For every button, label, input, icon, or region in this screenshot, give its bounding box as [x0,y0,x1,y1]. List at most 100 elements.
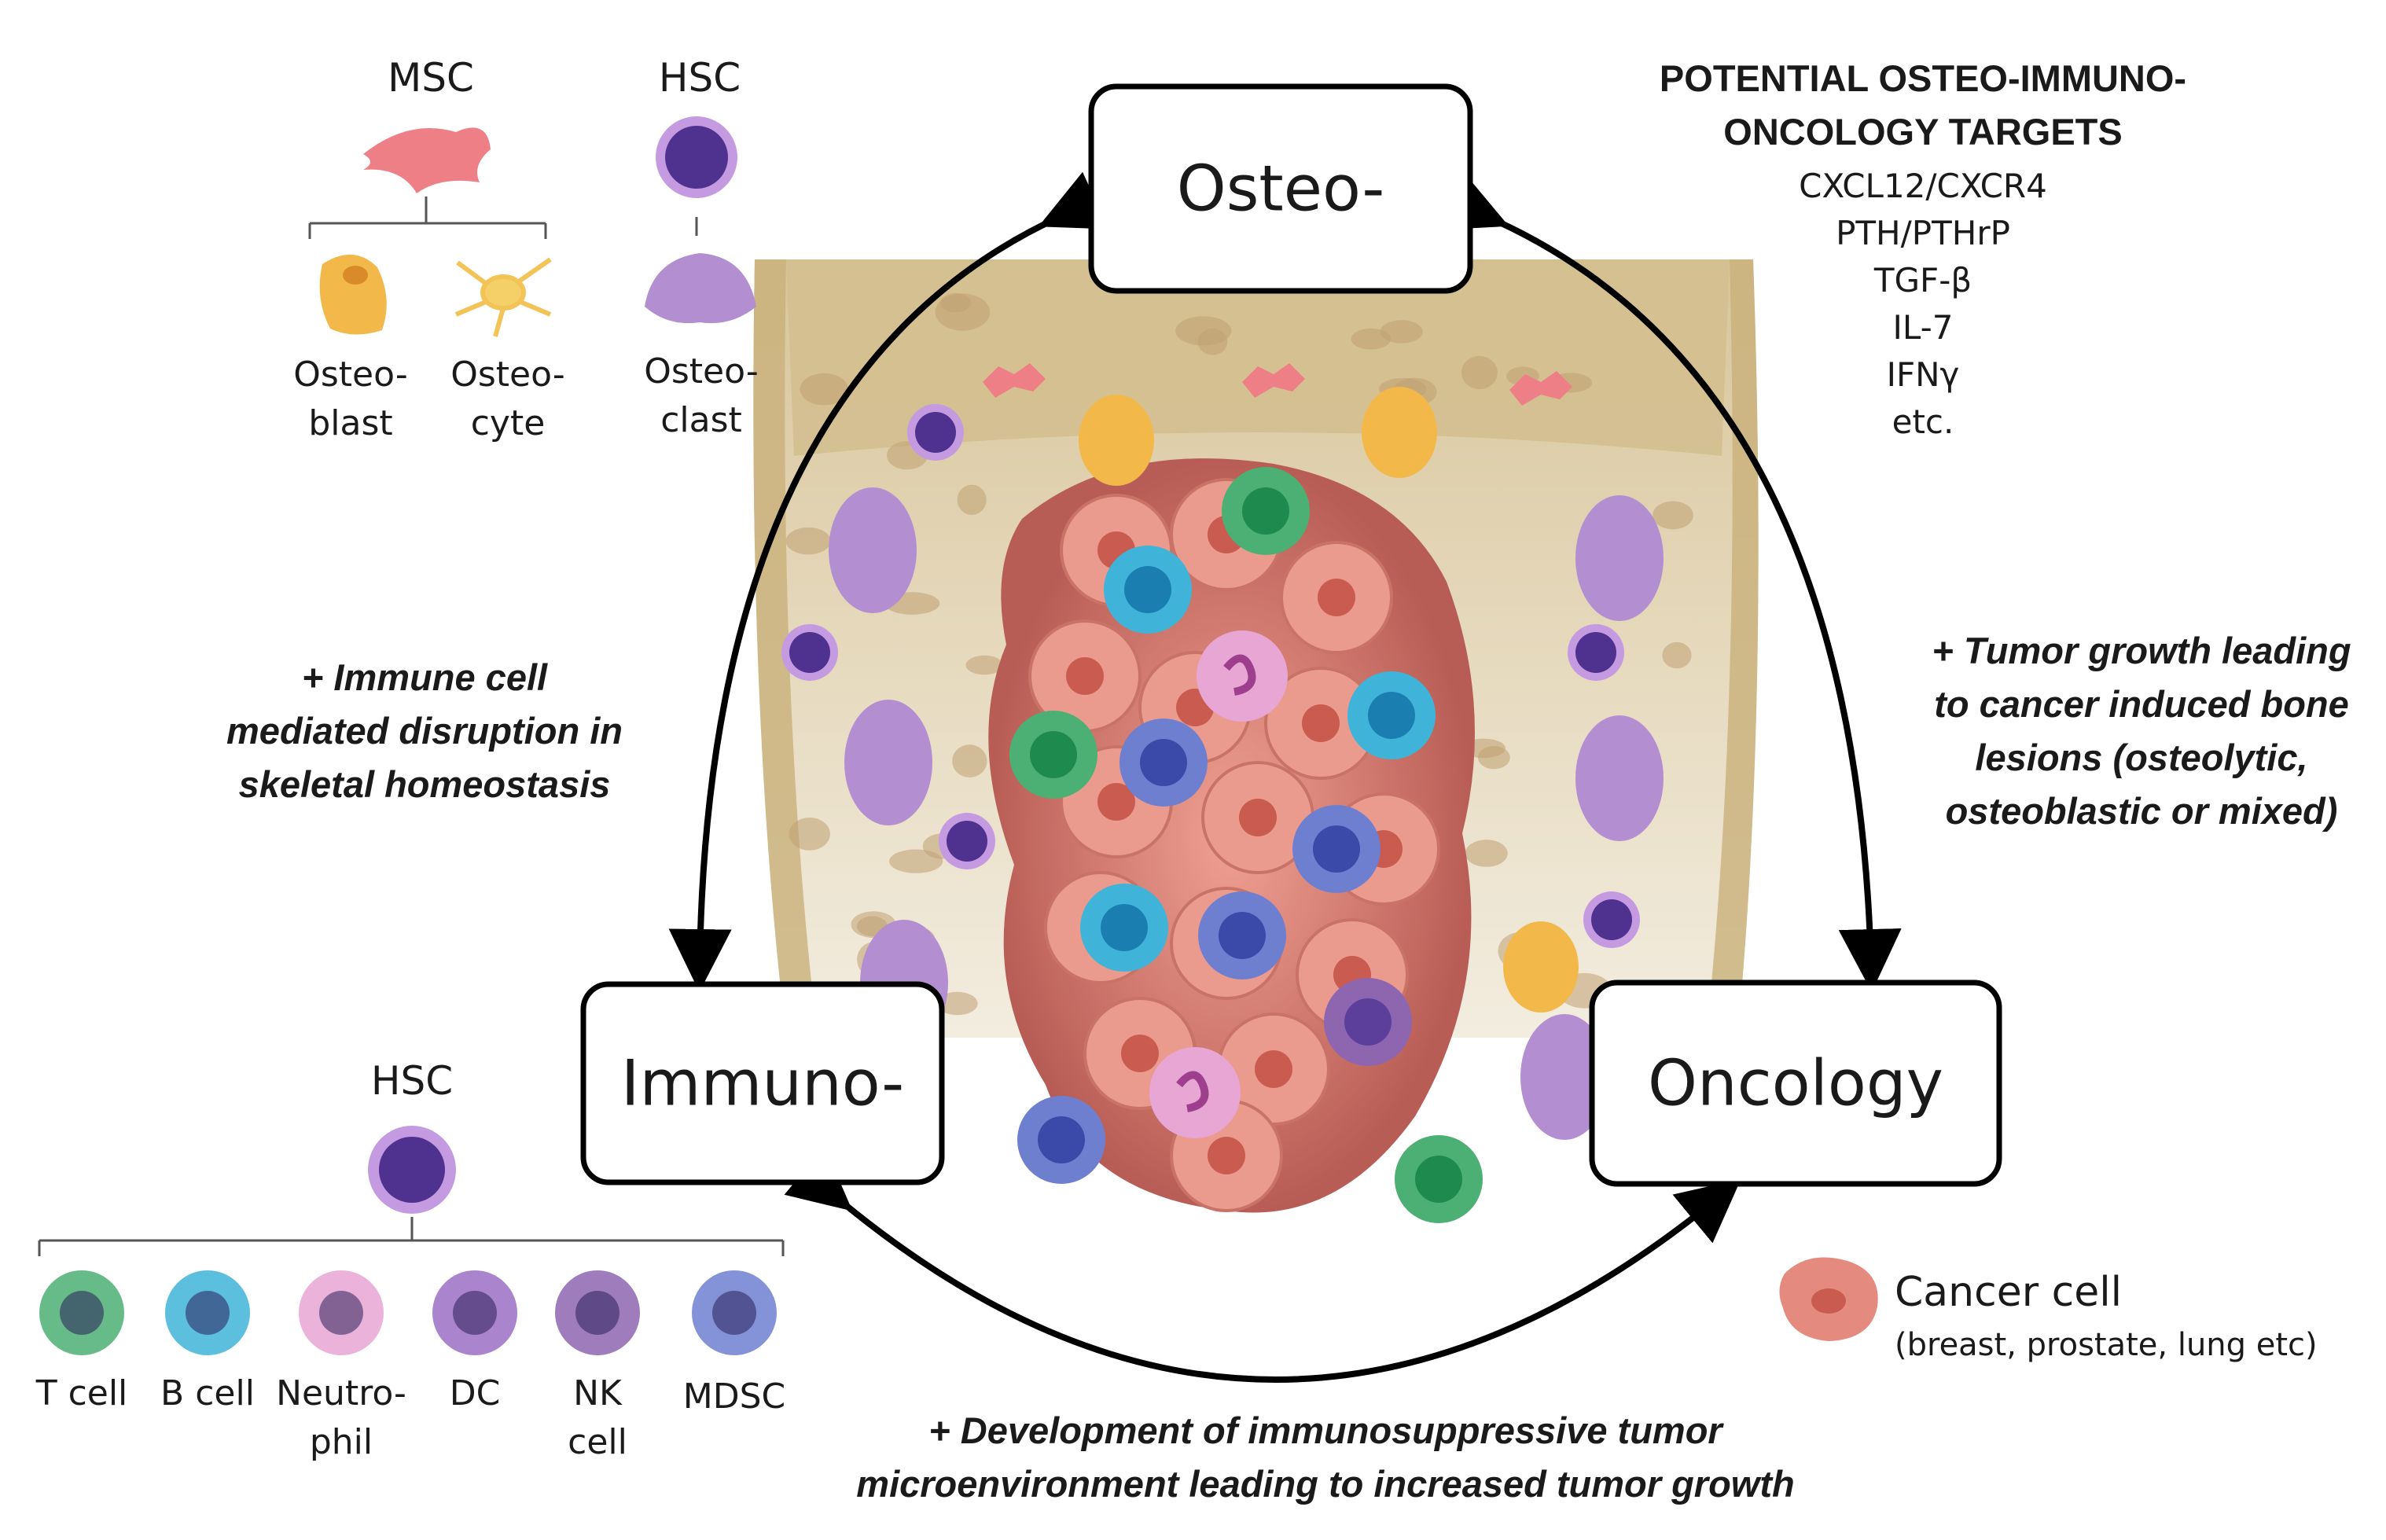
osteo-lineage-icons [308,116,756,337]
target-item: IL-7 [1892,308,1954,347]
bone-pore [940,292,972,313]
immuno-box [580,981,945,1185]
hsc-top-label: HSC [658,55,741,101]
immune-lineage-icons [38,1126,785,1355]
neutrophil-nucleus [1223,654,1256,696]
immune-cell-nucleus [1124,566,1171,613]
target-item: IFNγ [1886,355,1960,394]
cancer-cell-nucleus [1066,657,1104,695]
hsc-nucleus-bottom [379,1137,445,1203]
bone-pore [1653,501,1693,530]
immune-cell-nucleus [1344,998,1392,1046]
neutrophil-cell [1197,630,1288,722]
bone-pore [936,991,978,1016]
bottom-arrow-caption: + Development of immunosuppressive tumor… [856,1410,1795,1505]
legend-subtitle: (breast, prostate, lung etc) [1895,1327,2318,1363]
osteoclast-cell [844,700,932,825]
cancer-cell-nucleus [1208,1137,1245,1174]
targets-title: POTENTIAL OSTEO-IMMUNO-ONCOLOGY TARGETS [1659,57,2187,153]
bone-pore [1461,355,1498,390]
hsc-cell-nucleus [1575,632,1616,673]
osteoblast-cell [1079,395,1154,486]
immune-lineage-nucleus [186,1291,230,1335]
osteoblast-cell [1362,387,1437,478]
bone-pore [1175,316,1232,346]
immune-label-bcell: B cell [160,1373,255,1413]
immune-cell-nucleus [1313,825,1360,873]
target-item: PTH/PTHrP [1836,214,2010,252]
immune-lineage-nucleus [319,1291,363,1335]
immune-lineage-nucleus [575,1291,619,1335]
hsc-cell-nucleus [915,412,956,453]
cancer-cell-nucleus [1302,704,1340,742]
target-item: TGF-β [1873,261,1972,300]
cancer-cell-nucleus [1318,579,1355,616]
immune-label-tcell: T cell [35,1373,128,1413]
msc-cell [1242,363,1305,398]
immuno-box-label: Immuno- [620,1046,905,1120]
osteo-box [1088,83,1473,294]
bone-pore [952,744,987,777]
immune-label-neutrophil: Neutro-phil [276,1373,406,1462]
hsc-cell-nucleus [947,821,987,862]
immune-cell-icons [39,1270,777,1355]
bone-pore [888,849,943,873]
immune-cell-nucleus [1368,692,1415,739]
tumor-mass [988,458,1483,1223]
osteocyte-icon [454,257,552,337]
osteoclast-cell [829,487,917,613]
immune-lineage-nucleus [453,1291,497,1335]
arrow-osteo-to-immuno [668,171,1109,992]
immune-cell-nucleus [1415,1156,1462,1203]
cycle-arrows [668,171,1902,1383]
hsc-cell-nucleus [1591,899,1632,940]
msc-label: MSC [388,55,474,101]
hsc-bottom-label: HSC [370,1058,454,1104]
osteoblast-icon [319,254,387,335]
legend-cancer-icon [1779,1257,1878,1341]
immune-label-dc: DC [449,1373,501,1413]
immune-cell-nucleus [1242,487,1289,535]
legend-title: Cancer cell [1895,1269,2123,1316]
hsc-cell-nucleus [789,632,830,673]
osteoclast-cell [1575,495,1664,621]
oncology-box [1589,979,2002,1187]
osteoclast-icon [645,253,756,324]
arrow-immuno-to-oncology [784,1146,1741,1383]
bone-pore [1662,641,1692,669]
hsc-nucleus-top [665,126,728,189]
immune-cell-nucleus [1140,739,1187,786]
immune-cell-nucleus [1030,731,1077,778]
bone-pore [785,527,831,555]
bone-pore [789,818,830,851]
oncology-box-label: Oncology [1648,1046,1943,1120]
cancer-cell-nucleus [1121,1035,1159,1072]
bone-pore [1465,840,1508,867]
osteoblast-label: Osteo-blast [293,355,408,443]
immune-lineage-nucleus [712,1291,756,1335]
immune-cell-nucleus [1219,912,1266,959]
cancer-cell-nucleus [1255,1050,1292,1088]
bone-pore [1380,320,1423,344]
osteoblast-cell [1503,921,1579,1013]
osteocyte-label: Osteo-cyte [450,355,565,443]
msc-icon [363,127,491,193]
neutrophil-nucleus [1176,1071,1209,1112]
immune-lineage-nucleus [60,1291,104,1335]
osteoclast-cell [1575,715,1664,841]
target-item: CXCL12/CXCR4 [1799,167,2047,205]
bone-pore [957,484,987,515]
immune-cell-nucleus [1038,1116,1085,1163]
bone-pore [1351,328,1392,350]
osteoclast-cell [1520,1014,1608,1140]
arrow-osteo-to-oncology [1438,172,1902,992]
target-item: etc. [1892,402,1954,441]
immune-cell-nucleus [1101,904,1148,951]
cancer-cell-nucleus [1239,799,1277,836]
neutrophil-cell [1149,1047,1241,1138]
